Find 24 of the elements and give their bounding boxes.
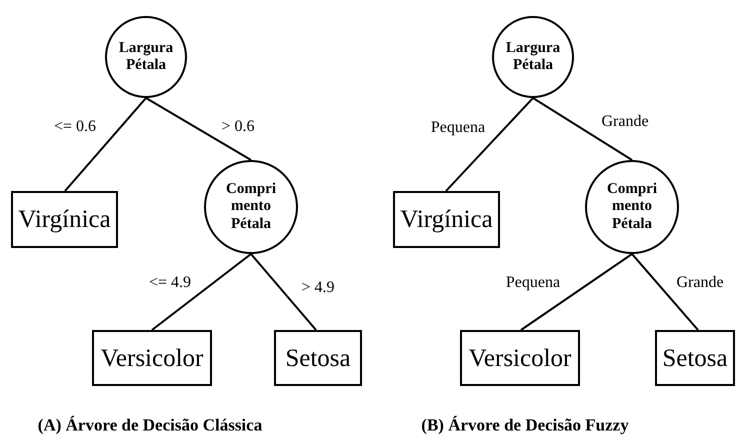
connector-line <box>64 97 147 192</box>
leaf-box: Setosa <box>274 330 362 386</box>
connector-line <box>146 97 252 161</box>
edge-label: > 0.6 <box>221 119 255 135</box>
connector-line <box>532 97 633 161</box>
edge-label: Grande <box>601 114 649 130</box>
leaf-box: Versicolor <box>460 330 580 386</box>
connector-line <box>250 253 317 331</box>
edge-label: > 4.9 <box>301 280 335 296</box>
edge-label: Pequena <box>430 120 486 136</box>
edge-label: <= 4.9 <box>148 275 192 291</box>
panel-caption: (A) Árvore de Decisão Clássica <box>38 416 262 434</box>
connector-line <box>445 97 534 192</box>
leaf-box: Virgínica <box>393 191 500 248</box>
leaf-box: Virgínica <box>11 191 118 248</box>
connector-line <box>631 253 699 331</box>
connector-line <box>151 253 252 331</box>
edge-label: Grande <box>676 275 724 291</box>
panel-caption: (B) Árvore de Decisão Fuzzy <box>421 416 629 434</box>
leaf-box: Setosa <box>655 330 735 386</box>
connector-line <box>520 253 633 331</box>
edge-label: <= 0.6 <box>54 119 96 135</box>
leaf-box: Versicolor <box>92 330 212 386</box>
edge-label: Pequena <box>506 275 560 291</box>
